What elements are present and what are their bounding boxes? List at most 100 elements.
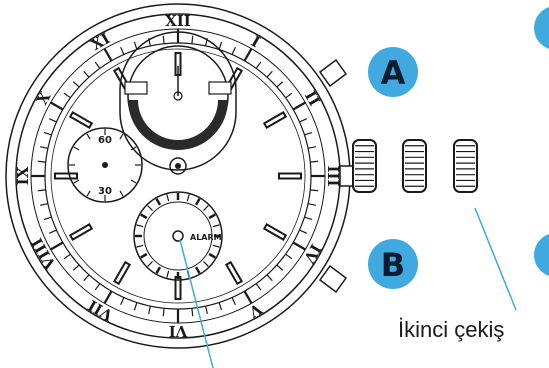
left-subdial-tick — [130, 146, 137, 151]
minute-tick — [266, 70, 273, 78]
minute-tick — [243, 48, 253, 62]
minute-tick — [148, 305, 151, 315]
hour-numeral-xii: XII — [165, 12, 191, 30]
pointer-line-subdial — [179, 239, 214, 368]
bottom-subdial-tick — [166, 194, 170, 202]
minute-tick — [162, 308, 165, 317]
bottom-subdial: ALARM — [133, 191, 223, 281]
hour-marker-inner — [227, 263, 241, 283]
minute-tick — [255, 61, 262, 69]
minute-tick — [304, 131, 313, 136]
bottom-subdial-tick — [208, 252, 216, 259]
crown-position-label: İkinci çekiş — [398, 317, 504, 342]
crown-position-1 — [352, 139, 377, 193]
hour-numeral-i: I — [248, 32, 263, 51]
left-subdial-tick — [119, 133, 124, 140]
crown-position-3 — [453, 139, 478, 193]
left-subdial-tick — [73, 179, 80, 184]
bottom-subdial-tick — [194, 198, 201, 206]
minute-tick — [43, 131, 52, 136]
hour-numeral-x: X — [33, 89, 55, 108]
minute-tick — [103, 48, 113, 62]
left-subdial-tick — [73, 146, 80, 151]
minute-tick — [63, 253, 71, 260]
minute-tick — [191, 308, 194, 317]
pointer-line-crown — [474, 207, 517, 311]
minute-tick — [133, 41, 138, 50]
left-subdial-tick — [130, 179, 137, 184]
date-subdial — [119, 31, 237, 171]
minute-tick — [120, 297, 125, 306]
minute-tick — [276, 264, 284, 271]
minute-tick — [299, 118, 308, 123]
minute-tick — [50, 101, 64, 111]
partial-badge-bottom — [534, 234, 549, 276]
minute-tick — [63, 92, 71, 99]
bottom-subdial-tick — [136, 244, 144, 248]
bottom-subdial-tick — [212, 244, 220, 248]
minute-tick — [292, 101, 306, 111]
hour-marker-inner — [71, 113, 91, 127]
crown-position-2 — [402, 139, 427, 193]
hour-numeral-ii: II — [301, 88, 324, 109]
minute-tick — [133, 302, 138, 311]
minute-tick — [43, 216, 52, 221]
hour-marker-inner — [265, 113, 285, 127]
bottom-subdial-tick — [194, 266, 201, 274]
bottom-subdial-tick — [186, 194, 190, 202]
minute-tick — [39, 203, 49, 206]
left-subdial-top-label: 60 — [98, 135, 112, 146]
badge-b-circle — [368, 239, 418, 289]
minute-tick — [231, 297, 236, 306]
minute-tick — [48, 229, 57, 234]
bottom-subdial-tick — [212, 224, 220, 228]
minute-tick — [72, 81, 80, 88]
minute-tick — [120, 46, 125, 55]
minute-tick — [285, 92, 293, 99]
bottom-subdial-tick — [203, 261, 209, 267]
bottom-subdial-tick — [155, 198, 162, 206]
minute-tick — [83, 274, 90, 282]
partial-badge-top — [534, 7, 549, 49]
hour-numeral-iii: III — [324, 165, 342, 186]
minute-tick — [285, 253, 293, 260]
left-subdial-bottom-label: 30 — [98, 186, 112, 197]
hour-numeral-ix: IX — [14, 166, 32, 185]
minute-tick — [310, 189, 319, 192]
hour-numeral-vii: VII — [85, 296, 117, 325]
bottom-subdial-tick — [140, 252, 148, 259]
bottom-subdial-tick — [166, 270, 170, 278]
minute-tick — [307, 146, 317, 149]
hour-numeral-xi: XI — [88, 29, 113, 54]
minute-tick — [310, 160, 319, 163]
bottom-subdial-tick — [136, 224, 144, 228]
minute-tick — [231, 46, 236, 55]
badge-b-letter: B — [381, 246, 405, 284]
minute-tick — [266, 274, 273, 282]
minute-tick — [83, 70, 90, 78]
minute-tick — [37, 160, 46, 163]
hour-numeral-iv: IV — [300, 241, 325, 266]
bottom-subdial-tick — [140, 213, 148, 220]
minute-tick — [103, 290, 113, 304]
minute-tick — [191, 35, 194, 44]
minute-tick — [94, 61, 101, 69]
bottom-subdial-tick — [155, 266, 162, 274]
badge-b: B — [368, 239, 418, 289]
minute-tick — [218, 41, 223, 50]
badge-a-circle — [368, 47, 418, 97]
pusher-top — [318, 58, 348, 88]
center-pinion — [169, 157, 187, 175]
left-subdial-tick — [86, 190, 91, 197]
minute-tick — [307, 203, 317, 206]
minute-tick — [205, 305, 208, 315]
hour-marker-inner — [71, 225, 91, 239]
minute-tick — [162, 35, 165, 44]
badge-a: A — [368, 47, 418, 97]
minute-tick — [276, 81, 284, 88]
minute-tick — [243, 290, 253, 304]
minute-tick — [94, 283, 101, 291]
minute-tick — [50, 241, 64, 251]
bottom-subdial-label: ALARM — [190, 233, 222, 242]
